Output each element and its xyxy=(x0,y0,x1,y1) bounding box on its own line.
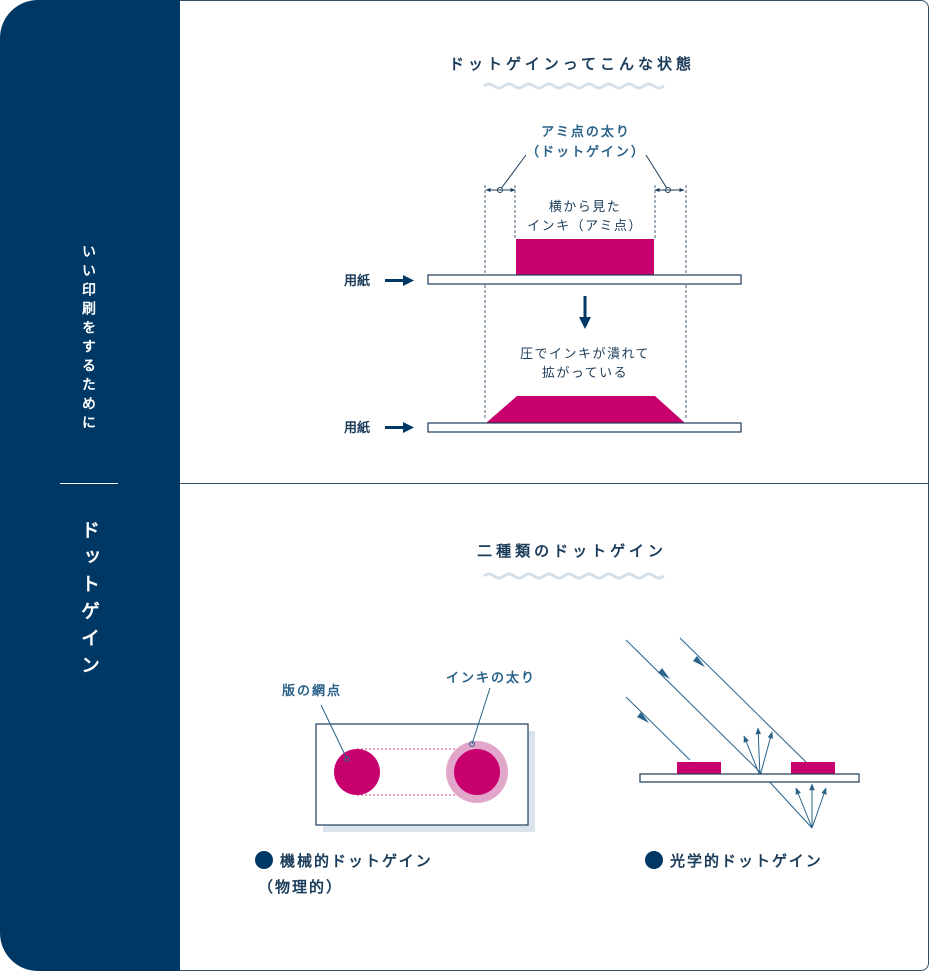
paper-strip-bottom xyxy=(427,422,742,433)
arrow-right-icon xyxy=(385,275,414,286)
mechanical-legend-2: （物理的） xyxy=(258,878,343,896)
title-wave-decoration xyxy=(483,82,665,90)
mechanical-legend-1: 機械的ドットゲイン xyxy=(280,852,433,870)
dot-thickening-label-2: （ドットゲイン） xyxy=(526,144,646,160)
callout-leader-right xyxy=(645,154,669,191)
reflected-rays-up xyxy=(743,727,774,777)
ink-dot-spread xyxy=(486,396,685,423)
incident-light-rays xyxy=(625,637,811,779)
plate-dot-leader-end xyxy=(344,756,350,762)
paper-label-bottom: 用紙 xyxy=(343,420,370,436)
section-divider xyxy=(180,483,929,484)
title-wave-decoration xyxy=(483,572,665,580)
arrow-right-icon xyxy=(385,422,414,433)
ink-thickening-leader-end xyxy=(469,741,475,747)
sidebar-bottom-label: ドットゲイン xyxy=(78,520,100,682)
paper-strip-top xyxy=(427,274,742,285)
ink-dot-side-view xyxy=(516,239,654,275)
section1-title: ドットゲインってこんな状態 xyxy=(449,55,695,73)
sidebar-top-label: いい印刷をするために xyxy=(80,244,96,434)
reflected-rays-under xyxy=(795,783,827,829)
ink-dot xyxy=(454,749,500,795)
pressure-label-2: 拡がっている xyxy=(542,366,628,381)
arrow-down-icon xyxy=(579,296,591,329)
bullet-circle-icon xyxy=(255,851,273,869)
sidebar-divider xyxy=(60,483,118,484)
ink-thickening-leader xyxy=(471,687,491,745)
bullet-circle-icon xyxy=(645,851,663,869)
side-view-label-1: 横から見た xyxy=(549,200,622,215)
ink-thickening-label: インキの太り xyxy=(446,670,536,686)
optical-legend: 光学的ドットゲイン xyxy=(669,852,823,870)
sidebar: いい印刷をするために ドットゲイン xyxy=(0,0,180,971)
callout-leader-left xyxy=(499,154,527,191)
ink-dot-right xyxy=(791,762,835,774)
side-view-label-2: インキ（アミ点） xyxy=(527,219,643,234)
paper-label-top: 用紙 xyxy=(343,273,370,289)
refracted-ray xyxy=(765,777,813,829)
plate-dot-leader xyxy=(320,704,348,760)
pressure-label-1: 圧でインキが潰れて xyxy=(520,347,650,362)
plate-dot-label: 版の網点 xyxy=(282,683,342,699)
ink-dot-left xyxy=(677,762,721,774)
paper-strip-optical xyxy=(639,773,860,783)
plate-dot xyxy=(334,749,380,795)
light-ray-arrow-icon xyxy=(637,656,705,723)
dot-thickening-label-1: アミ点の太り xyxy=(541,124,631,140)
section2-title: 二種類のドットゲイン xyxy=(477,542,667,560)
